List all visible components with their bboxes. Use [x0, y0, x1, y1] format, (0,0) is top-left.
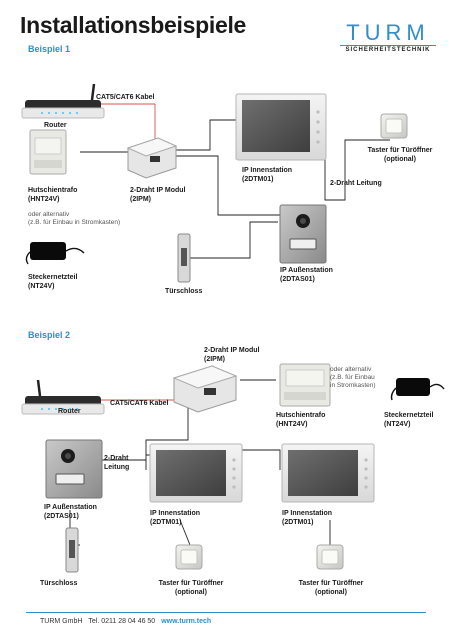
- ex1-leitung-label: 2-Draht Leitung: [330, 180, 382, 187]
- ex1-innen: [235, 93, 327, 161]
- ex2-taster2: [316, 544, 344, 570]
- ex2-netzteil-label: Steckernetzteil(NT24V): [384, 412, 434, 428]
- ex2-aussen-label: IP Außenstation(2DTAS01): [44, 504, 97, 520]
- ex2-trafo-label: Hutschientrafo(HNT24V): [276, 412, 326, 428]
- ex2-cable-label: CAT5/CAT6 Kabel: [110, 400, 169, 407]
- footer-divider: [26, 612, 426, 613]
- ex2-innen1: [149, 443, 243, 503]
- ex1-router: [21, 83, 105, 119]
- ex1-taster-label: Taster für Türöffner(optional): [367, 147, 433, 163]
- ex2-innen2-label: IP Innenstation(2DTM01): [282, 510, 333, 526]
- example1-heading: Beispiel 1: [28, 44, 71, 54]
- ex2-router-label: Router: [58, 408, 81, 415]
- brand-subtitle: SICHERHEITSTECHNIK: [345, 47, 431, 53]
- ex2-innen1-label: IP Innenstation(2DTM01): [150, 510, 201, 526]
- ex1-schloss: [177, 233, 191, 283]
- ex2-taster1: [175, 544, 203, 570]
- ex1-wire-taster: [324, 139, 390, 201]
- ex1-wires: [80, 103, 390, 259]
- ex2-taster1-label: Taster für Türöffner(optional): [158, 580, 224, 596]
- ex1-aussen-label: IP Außenstation(2DTAS01): [280, 267, 333, 283]
- ex1-netzteil: [25, 242, 85, 265]
- ex1-aussen: [279, 204, 327, 264]
- ex2-wire-taster1: [179, 519, 191, 546]
- ex1-taster: [380, 113, 408, 139]
- brand-name: TURM: [346, 20, 430, 45]
- ex1-schloss-label: Türschloss: [165, 288, 203, 295]
- ex2-modul: [172, 365, 238, 413]
- ex1-cable-label: CAT5/CAT6 Kabel: [96, 94, 155, 101]
- ex1-wire-schloss: [190, 221, 278, 259]
- ex1-alt-note: oder alternativ(z.B. für Einbau in Strom…: [28, 211, 121, 226]
- footer-company: TURM GmbH: [40, 618, 83, 625]
- footer: TURM GmbH Tel. 0211 28 04 46 50 www.turm.t…: [40, 618, 211, 625]
- ex1-router-label: Router: [44, 122, 67, 129]
- ex2-aussen: [45, 439, 103, 499]
- ex1-trafo: [29, 129, 67, 175]
- brand-logo: TURM SICHERHEITSTECHNIK: [340, 22, 436, 53]
- ex1-wire-modul-innen: [175, 119, 236, 151]
- footer-web-link[interactable]: www.turm.tech: [161, 618, 212, 625]
- ex2-trafo: [279, 363, 331, 407]
- ex2-schloss: [65, 527, 79, 573]
- ex1-innen-label: IP Innenstation(2DTM01): [242, 167, 293, 183]
- example2-heading: Beispiel 2: [28, 330, 71, 340]
- footer-tel: Tel. 0211 28 04 46 50: [88, 618, 156, 625]
- ex2-taster2-label: Taster für Türöffner(optional): [298, 580, 364, 596]
- ex1-modul-label: 2-Draht IP Modul(2IPM): [130, 187, 186, 203]
- ex1-wire-modul-aussen: [175, 155, 280, 216]
- ex2-netzteil: [390, 378, 445, 401]
- ex1-modul: [126, 137, 178, 179]
- ex2-router: [21, 379, 105, 415]
- page-title: Installationsbeispiele: [20, 12, 247, 38]
- ex2-schloss-label: Türschloss: [40, 580, 78, 587]
- ex1-netzteil-label: Steckernetzteil(NT24V): [28, 274, 78, 290]
- ex2-modul-label: 2-Draht IP Modul(2IPM): [204, 347, 260, 363]
- ex1-trafo-label: Hutschientrafo(HNT24V): [28, 187, 78, 203]
- ex2-innen2: [281, 443, 375, 503]
